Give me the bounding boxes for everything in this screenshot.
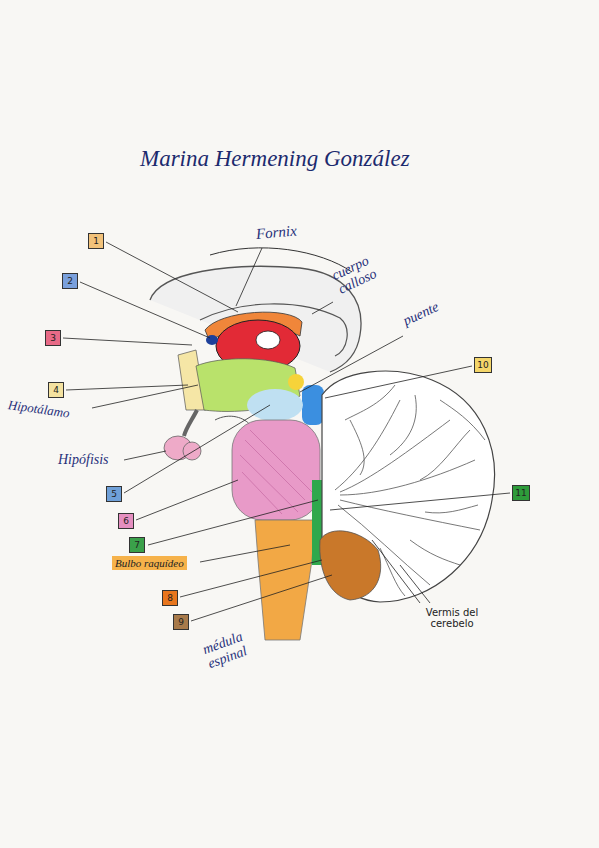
- part-name: puente: [401, 299, 441, 329]
- callout-number: 4: [48, 382, 64, 398]
- callout-number: 9: [173, 614, 189, 630]
- callout-number: 7: [129, 537, 145, 553]
- part-name: Vermis del cerebelo: [412, 607, 492, 629]
- callout-number: 11: [512, 485, 530, 501]
- callout-number: 6: [118, 513, 134, 529]
- part-name: Fornix: [255, 222, 297, 242]
- part-name: cuerpo calloso: [329, 242, 400, 297]
- part-name: Hipotálamo: [7, 398, 71, 421]
- callout-number: 10: [474, 357, 492, 373]
- callout-number: 2: [62, 273, 78, 289]
- callout-number: 3: [45, 330, 61, 346]
- callout-number: 1: [88, 233, 104, 249]
- part-name: Hipófisis: [58, 452, 109, 467]
- part-name: Bulbo raquídeo: [112, 556, 187, 570]
- callout-number: 8: [162, 590, 178, 606]
- part-name: médula espinal: [201, 622, 270, 672]
- callout-number: 5: [106, 486, 122, 502]
- author-name: Marina Hermening González: [140, 146, 410, 172]
